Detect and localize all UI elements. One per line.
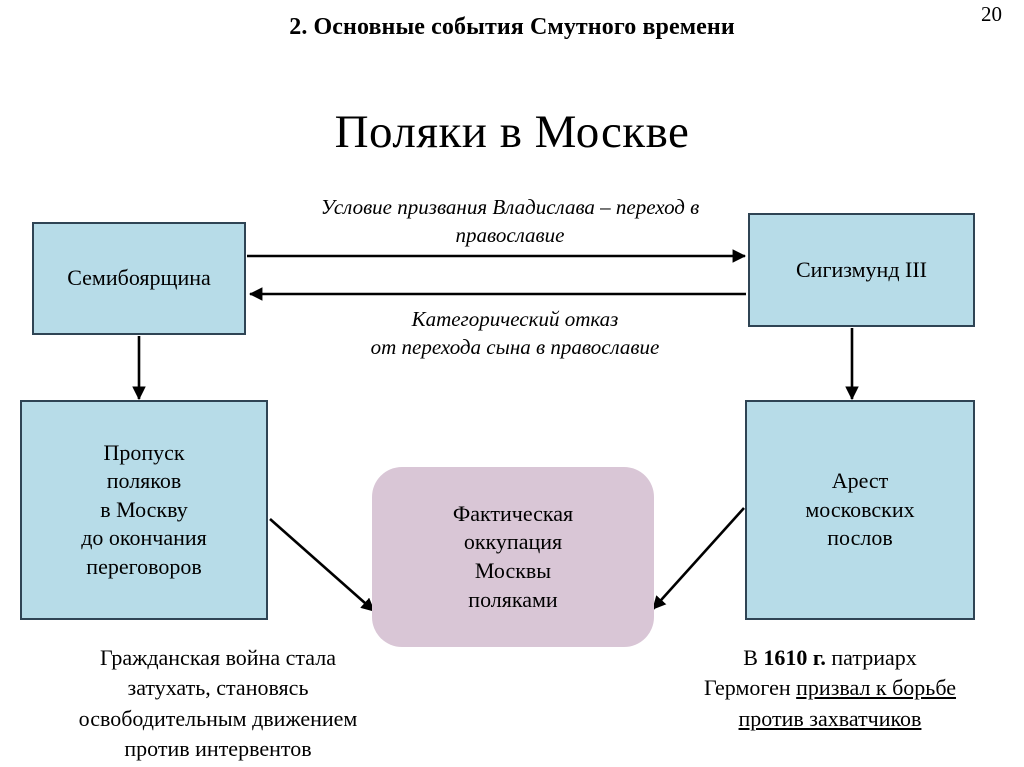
- caption-right-line-1: В 1610 г. патриарх: [650, 643, 1010, 673]
- node-fakticheskaya-okkupatsiya-label: Фактическая оккупация Москвы поляками: [372, 500, 654, 614]
- text-line: до окончания: [81, 525, 207, 551]
- text-line: Сигизмунд III: [796, 256, 927, 282]
- page-number: 20: [981, 2, 1002, 26]
- node-semiboyarshchina[interactable]: Семибоярщина: [32, 222, 246, 335]
- text-line: Гражданская война стала: [100, 645, 336, 670]
- caption-right-line-3: против захватчиков: [650, 704, 1010, 734]
- text-line: от перехода сына в православие: [370, 334, 660, 359]
- text-line: против интервентов: [124, 736, 312, 762]
- text-line: Категорический отказ: [411, 307, 619, 331]
- text-line: православие: [455, 222, 565, 247]
- text-line: поляками: [468, 586, 558, 612]
- text-line: Москвы: [474, 558, 552, 583]
- edge-label-refusal: Категорический отказ от перехода сына в …: [280, 306, 750, 361]
- node-arest-moskovskih-poslov-label: Арест московских послов: [747, 467, 973, 553]
- arrow-propusk-to-occupation: [269, 518, 375, 612]
- caption-right-name: Гермоген: [703, 675, 797, 701]
- edge-label-condition: Условие призвания Владислава – переход в…: [255, 194, 765, 249]
- node-arest-moskovskih-poslov[interactable]: Арест московских послов: [745, 400, 975, 620]
- text-line: послов: [827, 525, 893, 551]
- caption-right-prefix: В: [743, 645, 764, 670]
- text-line: переговоров: [86, 553, 202, 579]
- caption-right-year: 1610 г.: [763, 645, 826, 670]
- text-line: освободительным движением: [78, 705, 358, 731]
- caption-right-underlined-1: призвал к борьбе: [796, 675, 957, 701]
- arrow-arest-to-occupation: [652, 507, 745, 610]
- caption-right-underlined-2: против захватчиков: [738, 705, 922, 731]
- node-propusk-polyakov[interactable]: Пропуск поляков в Москву до окончания пе…: [20, 400, 268, 620]
- caption-right-line-2: Гермоген призвал к борьбе: [650, 673, 1010, 703]
- caption-left: Гражданская война стала затухать, станов…: [18, 643, 418, 764]
- text-line: Арест: [831, 468, 889, 494]
- text-line: Условие призвания Владислава – переход в: [320, 195, 700, 219]
- caption-right: В 1610 г. патриарх Гермоген призвал к бо…: [650, 643, 1010, 734]
- text-line: Семибоярщина: [67, 265, 211, 291]
- text-line: в Москву: [100, 496, 188, 522]
- node-sigismund-iii[interactable]: Сигизмунд III: [748, 213, 975, 327]
- text-line: затухать, становясь: [127, 675, 309, 701]
- slide-header: 2. Основные события Смутного времени: [289, 14, 735, 40]
- node-propusk-polyakov-label: Пропуск поляков в Москву до окончания пе…: [22, 439, 266, 582]
- node-sigismund-iii-label: Сигизмунд III: [750, 256, 973, 285]
- text-line: Фактическая: [452, 500, 574, 526]
- text-line: Пропуск: [103, 439, 185, 465]
- text-line: оккупация: [463, 529, 563, 555]
- node-semiboyarshchina-label: Семибоярщина: [34, 264, 244, 293]
- page-title: Поляки в Москве: [334, 106, 690, 158]
- node-fakticheskaya-okkupatsiya[interactable]: Фактическая оккупация Москвы поляками: [372, 467, 654, 647]
- caption-right-suffix: патриарх: [825, 645, 917, 670]
- text-line: московских: [805, 496, 915, 522]
- text-line: поляков: [106, 468, 182, 494]
